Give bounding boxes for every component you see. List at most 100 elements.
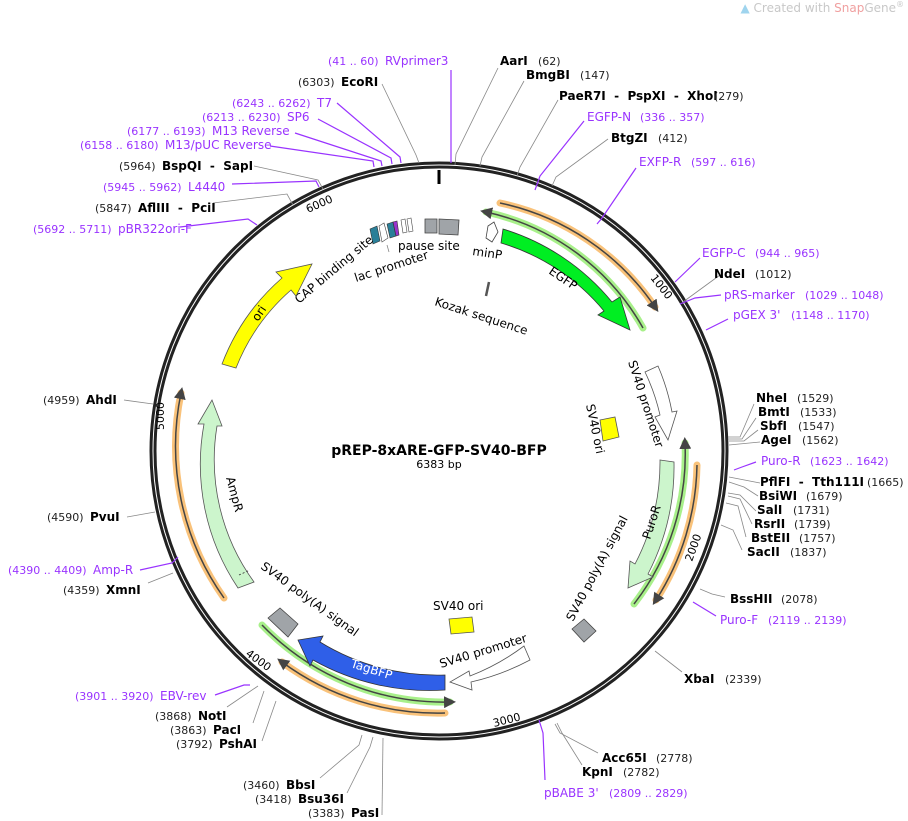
enzyme-nhei[interactable]: NheI (1529)	[756, 391, 834, 405]
enzyme-ecori[interactable]: (6303) EcoRI	[298, 75, 378, 89]
primer-pbabe3[interactable]: pBABE 3' (2809 .. 2829)	[544, 786, 688, 800]
svg-text:(1757): (1757)	[799, 532, 836, 545]
svg-text:SP6: SP6	[287, 110, 310, 124]
svg-text:(2078): (2078)	[781, 593, 818, 606]
enzyme-bmgbi[interactable]: BmgBI (147)	[526, 68, 610, 82]
svg-text:NdeI: NdeI	[714, 267, 745, 281]
feature-ori[interactable]: ori	[221, 263, 313, 369]
primer-rvprimer3[interactable]: (41 .. 60) RVprimer3	[328, 54, 448, 68]
svg-text:(6243 .. 6262): (6243 .. 6262)	[232, 97, 311, 110]
primer-egfp-c[interactable]: EGFP-C (944 .. 965)	[702, 246, 820, 260]
enzyme-pflfi-tth111i[interactable]: PflFI - Tth111I (1665)	[760, 475, 904, 489]
svg-text:(1562): (1562)	[802, 434, 839, 447]
enzyme-bspqi-sapi[interactable]: (5964) BspQI - SapI	[119, 159, 253, 173]
primer-pbr322ori-f[interactable]: (5692 .. 5711) pBR322ori-F	[33, 222, 192, 236]
svg-text:BmgBI: BmgBI	[526, 68, 570, 82]
primer-t7[interactable]: (6243 .. 6262) T7	[232, 96, 332, 110]
primer-l4440[interactable]: (5945 .. 5962) L4440	[103, 180, 225, 194]
enzyme-xmni[interactable]: (4359) XmnI	[63, 583, 141, 597]
enzyme-bsteii[interactable]: BstEII (1757)	[751, 531, 836, 545]
svg-text:(4590): (4590)	[47, 511, 84, 524]
svg-text:(1623 .. 1642): (1623 .. 1642)	[810, 455, 889, 468]
enzyme-bmti[interactable]: BmtI (1533)	[758, 405, 837, 419]
feature-sv40-promoter-2[interactable]: SV40 promoter	[438, 631, 531, 691]
enzyme-ahdi[interactable]: (4959) AhdI	[43, 393, 117, 407]
orf-arcs	[172, 199, 701, 717]
svg-text:PshAI: PshAI	[219, 737, 257, 751]
primer-puro-r[interactable]: Puro-R (1623 .. 1642)	[761, 454, 889, 468]
svg-text:EcoRI: EcoRI	[341, 75, 378, 89]
enzyme-rsrii[interactable]: RsrII (1739)	[754, 517, 831, 531]
svg-text:(2809 .. 2829): (2809 .. 2829)	[609, 787, 688, 800]
svg-text:BstEII: BstEII	[751, 531, 790, 545]
primer-ebv-rev[interactable]: (3901 .. 3920) EBV-rev	[75, 689, 206, 703]
svg-text:(5945 .. 5962): (5945 .. 5962)	[103, 181, 182, 194]
primer-m13-reverse[interactable]: (6177 .. 6193) M13 Reverse	[127, 124, 290, 138]
primer-sp6[interactable]: (6213 .. 6230) SP6	[202, 110, 310, 124]
svg-text:(5964): (5964)	[119, 160, 156, 173]
svg-text:pBABE 3': pBABE 3'	[544, 786, 599, 800]
enzyme-paci[interactable]: (3863) PacI	[170, 723, 241, 737]
primer-prs-marker[interactable]: pRS-marker (1029 .. 1048)	[724, 288, 884, 302]
feature-minp[interactable]: minP	[472, 221, 504, 262]
feature-sv40-polya-1[interactable]: SV40 poly(A) signal	[563, 513, 631, 643]
feature-sv40-promoter-1[interactable]: SV40 promoter	[625, 359, 678, 450]
primer-pgex3[interactable]: pGEX 3' (1148 .. 1170)	[733, 308, 870, 322]
enzyme-pshai[interactable]: (3792) PshAI	[176, 737, 257, 751]
watermark-reg: ®	[896, 0, 904, 9]
sv40-ori-2-label: SV40 ori	[433, 599, 484, 613]
enzyme-besshii[interactable]: BssHII (2078)	[730, 592, 818, 606]
enzyme-aari[interactable]: AarI (62)	[500, 54, 561, 68]
tick-5000: 5000	[154, 402, 167, 430]
feature-kozak[interactable]: Kozak sequence	[433, 281, 530, 338]
enzyme-acc65i[interactable]: Acc65I (2778)	[602, 751, 693, 765]
enzyme-sali[interactable]: SalI (1731)	[757, 503, 830, 517]
enzyme-kpni[interactable]: KpnI (2782)	[582, 765, 660, 779]
enzyme-sacii[interactable]: SacII (1837)	[747, 545, 827, 559]
feature-sv40-polya-2[interactable]: SV40 poly(A) signal	[258, 559, 361, 639]
enzyme-sbfi[interactable]: SbfI (1547)	[760, 419, 835, 433]
tick-6000: 6000	[304, 192, 335, 215]
svg-text:(944 .. 965): (944 .. 965)	[755, 247, 820, 260]
svg-text:Puro-F: Puro-F	[720, 613, 758, 627]
svg-text:(412): (412)	[658, 132, 688, 145]
svg-text:pBR322ori-F: pBR322ori-F	[118, 222, 192, 236]
enzyme-agei[interactable]: AgeI (1562)	[761, 433, 839, 447]
primer-puro-f[interactable]: Puro-F (2119 .. 2139)	[720, 613, 847, 627]
enzyme-ndei[interactable]: NdeI (1012)	[714, 267, 792, 281]
watermark-brand-gene: Gene	[864, 1, 896, 15]
primer-egfp-n[interactable]: EGFP-N (336 .. 357)	[587, 110, 705, 124]
feature-sv40-ori-2[interactable]: SV40 ori	[433, 599, 484, 635]
svg-text:(1533): (1533)	[800, 406, 837, 419]
enzyme-paer7i-pspxi-xhoi[interactable]: PaeR7I - PspXI - XhoI (279)	[559, 89, 744, 103]
feature-pause-site[interactable]: pause site	[398, 218, 460, 253]
svg-text:(2119 .. 2139): (2119 .. 2139)	[768, 614, 847, 627]
primer-labels: (41 .. 60) RVprimer3 EGFP-N (336 .. 357)…	[8, 54, 889, 800]
svg-text:RVprimer3: RVprimer3	[385, 54, 448, 68]
svg-text:M13/pUC Reverse: M13/pUC Reverse	[165, 138, 272, 152]
enzyme-pvui[interactable]: (4590) PvuI	[47, 510, 120, 524]
svg-text:pRS-marker: pRS-marker	[724, 288, 795, 302]
svg-text:(1665): (1665)	[867, 476, 904, 489]
feature-puror[interactable]: PuroR	[627, 459, 675, 589]
feature-sv40-ori-1[interactable]: SV40 ori	[583, 403, 620, 455]
enzyme-bbsi[interactable]: (3460) BbsI	[243, 778, 315, 792]
svg-text:PasI: PasI	[351, 806, 379, 820]
primer-amp-r[interactable]: (4390 .. 4409) Amp-R	[8, 563, 133, 577]
enzyme-btgzi[interactable]: BtgZI (412)	[611, 131, 688, 145]
svg-text:BsiWI: BsiWI	[759, 489, 797, 503]
enzyme-bsiwi[interactable]: BsiWI (1679)	[759, 489, 843, 503]
svg-text:RsrII: RsrII	[754, 517, 785, 531]
enzyme-noti[interactable]: (3868) NotI	[155, 709, 227, 723]
sv40-polya-1-label: SV40 poly(A) signal	[563, 513, 630, 623]
svg-text:NheI: NheI	[756, 391, 787, 405]
enzyme-aflIII-pcii[interactable]: (5847) AflIII - PciI	[95, 201, 216, 215]
enzyme-bsu36i[interactable]: (3418) Bsu36I	[255, 792, 344, 806]
watermark-prefix: Created with	[753, 1, 835, 15]
feature-ampr[interactable]: AmpR	[197, 399, 255, 589]
primer-exfp-r[interactable]: EXFP-R (597 .. 616)	[639, 155, 756, 169]
enzyme-xbai[interactable]: XbaI (2339)	[684, 672, 762, 686]
enzyme-pasi[interactable]: (3383) PasI	[308, 806, 379, 820]
svg-text:(41 .. 60): (41 .. 60)	[328, 55, 379, 68]
primer-m13-puc-reverse[interactable]: (6158 .. 6180) M13/pUC Reverse	[80, 138, 272, 152]
